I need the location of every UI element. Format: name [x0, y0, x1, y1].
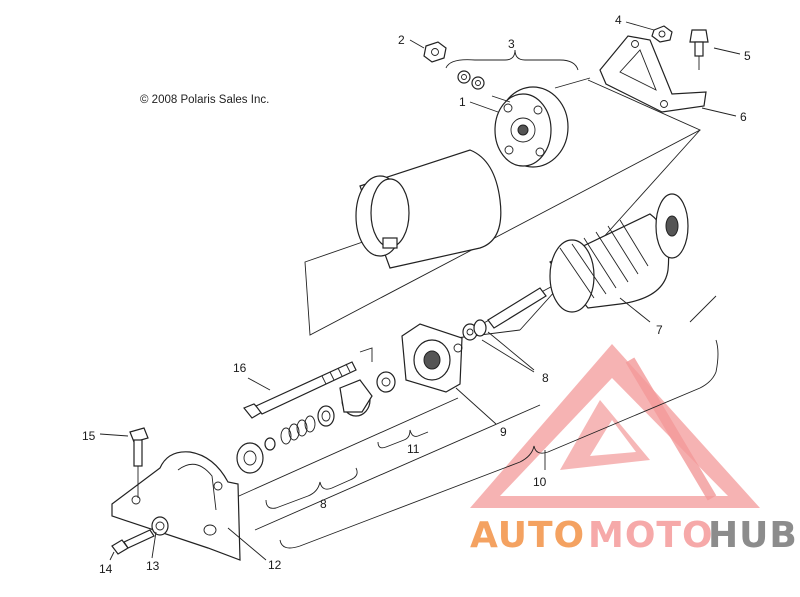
through-bolt-part-16	[243, 361, 357, 419]
washers-part-3	[445, 49, 579, 90]
rings-part-8-lower	[236, 405, 335, 474]
callout-12: 12	[268, 558, 282, 572]
wordmark-hub: HUB	[708, 515, 798, 556]
bolt-part-14	[111, 529, 155, 555]
callout-8-upper: 8	[542, 371, 549, 385]
drive-end-plate-part-9	[401, 323, 463, 393]
callout-labels: 2 3 1 4 5 6 7 8 9 11 16 8 10 15 12 13 14	[82, 13, 751, 576]
washers-part-8-upper	[462, 319, 487, 341]
bolt-part-5	[689, 29, 709, 70]
leader-lines	[99, 21, 741, 561]
callout-14: 14	[99, 562, 113, 576]
callout-11: 11	[407, 442, 420, 456]
wordmark-moto: MOTO	[588, 515, 714, 556]
callout-6: 6	[740, 110, 747, 124]
nut-part-4	[651, 25, 673, 43]
callout-4: 4	[615, 13, 622, 27]
callout-15: 15	[82, 429, 96, 443]
bolt-part-15	[129, 427, 149, 498]
nut-part-2	[423, 41, 447, 63]
callout-8-lower: 8	[320, 497, 327, 511]
mounting-bracket-part-6	[599, 35, 707, 113]
pinion-gear-part-11	[339, 371, 396, 417]
callout-5: 5	[744, 49, 751, 63]
washer-part-13	[151, 516, 169, 536]
end-cap-part-1	[491, 77, 591, 168]
motor-housing	[355, 149, 502, 269]
callout-13: 13	[146, 559, 160, 573]
callout-9: 9	[500, 425, 507, 439]
callout-1: 1	[459, 95, 466, 109]
callout-2: 2	[398, 33, 405, 47]
armature-part-7	[479, 193, 689, 329]
callout-16: 16	[233, 361, 247, 375]
wordmark-auto: AUTO	[470, 515, 585, 556]
front-bracket-part-12	[111, 451, 241, 561]
callout-3: 3	[508, 37, 515, 51]
automotohub-wordmark: AUTO MOTO HUB	[470, 515, 798, 556]
copyright-text: © 2008 Polaris Sales Inc.	[140, 94, 269, 106]
group-braces	[265, 295, 719, 549]
automotohub-logo-icon	[470, 344, 760, 508]
callout-10: 10	[533, 475, 547, 489]
callout-7: 7	[656, 323, 663, 337]
